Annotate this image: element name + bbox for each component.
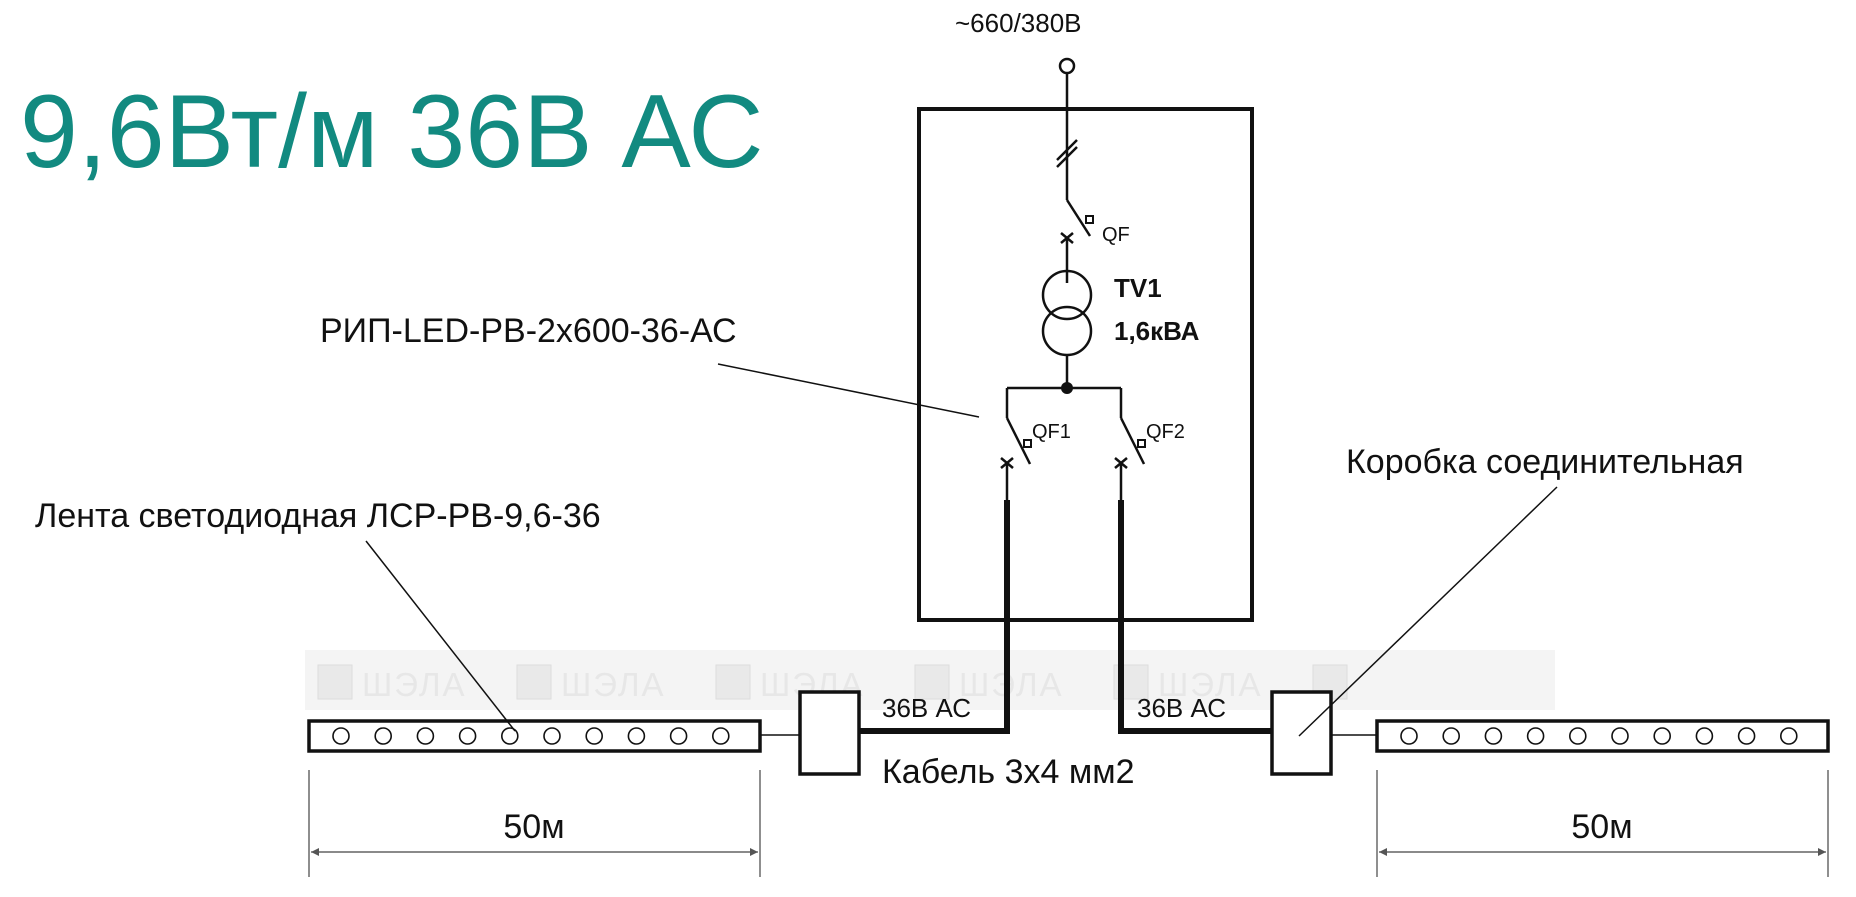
left-length-label: 50м: [503, 808, 564, 846]
cable-right: [1118, 500, 1272, 734]
three-phase-tick-1: [1056, 139, 1078, 161]
watermark-text: ШЭЛА: [561, 666, 666, 703]
breaker-qf1-label: QF1: [1032, 421, 1071, 443]
transformer-name: TV1: [1114, 273, 1162, 303]
junction-box-leader-line: [1298, 486, 1558, 737]
led-right-2: [1442, 727, 1460, 745]
dimension-right: [1376, 770, 1829, 877]
led-right-9: [1737, 727, 1756, 745]
device-leader-line: [717, 363, 980, 418]
watermark-text: ШЭЛА: [362, 666, 467, 703]
watermark-text: ШЭЛА: [959, 666, 1064, 703]
shela-logo-icon: [914, 664, 950, 700]
breaker-qf2-label: QF2: [1146, 421, 1185, 443]
led-right-8: [1695, 727, 1714, 745]
breaker-qf1: [1000, 388, 1032, 500]
supply-terminal: [1058, 57, 1076, 75]
transformer-icon: [1041, 269, 1093, 388]
led-right-1: [1400, 727, 1418, 745]
led-strip-right: [1375, 719, 1830, 753]
led-strip-left: [307, 719, 762, 753]
led-left-4: [458, 727, 477, 745]
shela-logo-icon: [516, 664, 552, 700]
led-strip-leader-line: [365, 540, 516, 732]
led-right-3: [1484, 727, 1503, 745]
main-title: 9,6Вт/м 36В АС: [20, 74, 764, 190]
led-left-3: [416, 727, 435, 745]
dimension-left: [308, 770, 761, 877]
cable-label: Кабель 3х4 мм2: [882, 753, 1135, 791]
cable-left: [858, 500, 1010, 734]
watermark-text: ШЭЛА: [1158, 666, 1263, 703]
led-left-2: [374, 727, 393, 745]
led-left-5: [500, 727, 519, 745]
shela-logo-icon: [317, 664, 353, 700]
supply-voltage-label: ~660/380В: [955, 8, 1082, 38]
right-voltage-label: 36В АС: [1137, 693, 1226, 723]
led-left-8: [627, 727, 646, 745]
led-right-6: [1611, 727, 1629, 745]
led-right-5: [1569, 727, 1587, 745]
led-left-1: [332, 727, 350, 745]
led-strip-left-leds: [332, 727, 730, 745]
shela-logo-icon: [715, 664, 751, 700]
breaker-qf2: [1114, 388, 1146, 500]
led-right-10: [1780, 727, 1798, 745]
junction-box-callout: Коробка соединительная: [1346, 443, 1744, 481]
device-label: РИП-LED-РВ-2х600-36-АС: [320, 312, 737, 350]
led-right-4: [1526, 727, 1545, 745]
led-strip-callout: Лента светодиодная ЛСР-РВ-9,6-36: [35, 497, 601, 535]
led-strip-right-leds: [1400, 727, 1798, 745]
cabinet-enclosure: [917, 107, 1254, 622]
led-left-9: [669, 727, 688, 745]
junction-box-left: [798, 690, 861, 776]
breaker-qf: [1060, 199, 1094, 283]
led-left-7: [585, 727, 604, 745]
led-left-6: [543, 727, 561, 745]
led-right-7: [1653, 727, 1671, 745]
transformer-power: 1,6кВА: [1114, 316, 1200, 346]
left-voltage-label: 36В АС: [882, 693, 971, 723]
breaker-qf-label: QF: [1102, 224, 1130, 246]
right-length-label: 50м: [1571, 808, 1632, 846]
led-left-10: [711, 727, 730, 745]
three-phase-tick-2: [1056, 146, 1078, 168]
